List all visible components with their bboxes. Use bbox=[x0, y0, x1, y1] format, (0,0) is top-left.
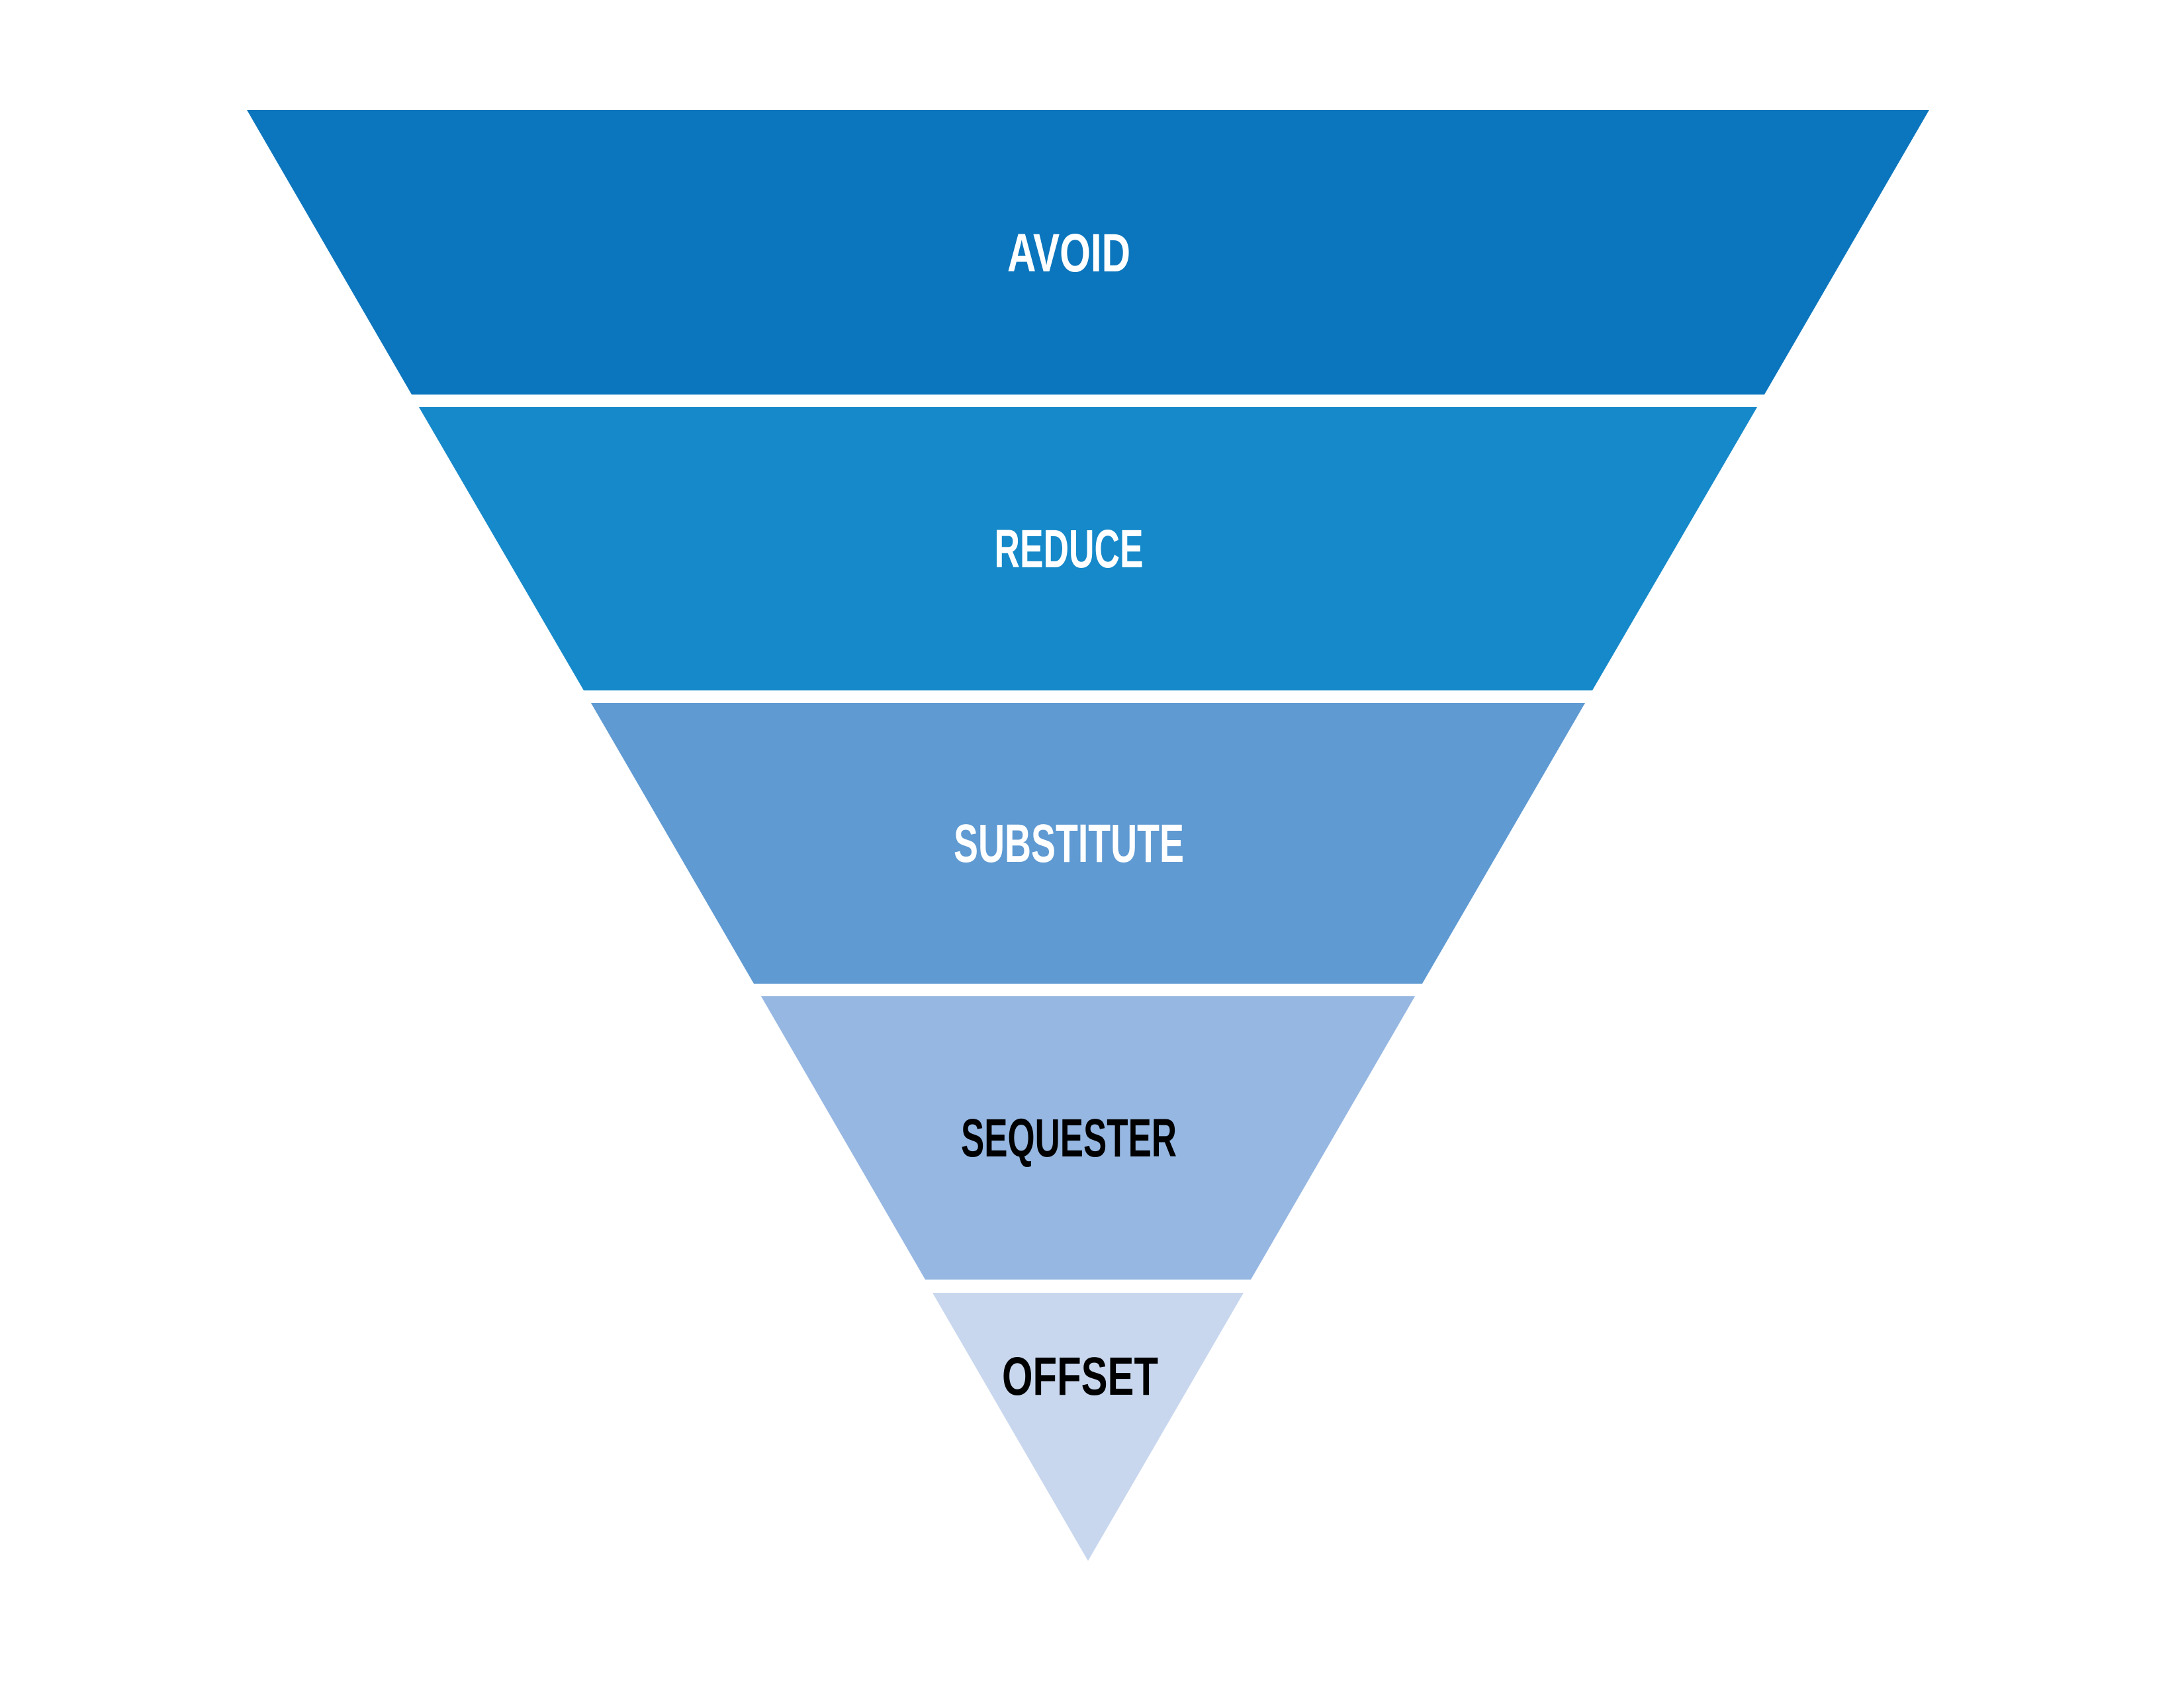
funnel-level-2-shape bbox=[419, 407, 1757, 690]
funnel-level-4-label: SEQUESTER bbox=[961, 1108, 1177, 1168]
funnel-level-5-shape bbox=[933, 1293, 1244, 1561]
funnel-level-1-label: AVOID bbox=[1007, 223, 1130, 283]
funnel-level-5-label: OFFSET bbox=[1002, 1346, 1158, 1407]
funnel-level-3-shape bbox=[591, 703, 1585, 984]
funnel-level-4-shape bbox=[761, 996, 1415, 1280]
funnel-level-1-shape bbox=[247, 110, 1929, 395]
funnel-level-3-label: SUBSTITUTE bbox=[954, 814, 1184, 874]
funnel-level-2-label: REDUCE bbox=[995, 519, 1144, 579]
